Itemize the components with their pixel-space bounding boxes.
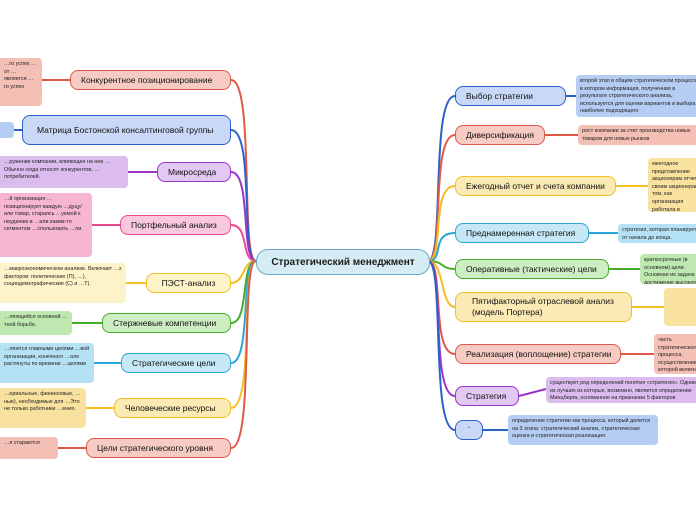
note-competitive-positioning: …го успех …от … является …го успех [0,58,42,106]
connector-left-2 [230,129,257,262]
note-backtick: определение стратегии как процесса, кото… [508,415,658,445]
note-core-competencies: …ляющейся основной …тной борьбе. [0,311,72,335]
topic-pest-analysis[interactable]: ПЭСТ-анализ [146,273,231,293]
note-portfolio-analysis: …й организация …позиционирует каждую …ду… [0,193,92,257]
central-topic[interactable]: Стратегический менеджмент [256,249,430,275]
connector-left-7 [230,260,257,364]
note-annual-report: ежегодное представление акционерам отчет… [648,158,696,212]
note-strategic-goals: …ляются главными целями …вой организации… [0,343,94,383]
note-pest-analysis: …макроэкономическом анализе. Включает …х… [0,263,126,303]
connector-left-4 [230,224,257,262]
topic-strategy-choice[interactable]: Выбор стратегии [455,86,566,106]
note-deliberate-strategy: стратегия, которая планируется от начала… [618,224,696,243]
topic-operational-goals[interactable]: Оперативные (тактические) цели [455,259,609,279]
topic-five-forces[interactable]: Пятифакторный отраслевой анализ (модель … [455,292,632,322]
connector-left-1 [230,79,257,262]
topic-strategic-goals[interactable]: Стратегические цели [121,353,231,373]
note-strategy: существует ряд определений понятия «стра… [546,377,696,403]
topic-bcg-matrix[interactable]: Матрица Бостонской консалтинговой группы [22,115,231,145]
connector-right-9 [427,260,456,431]
note-strategy-implementation: часть стратегического процесса, осуществ… [654,334,696,374]
note-five-forces [664,288,696,326]
topic-competitive-positioning[interactable]: Конкурентное позиционирование [70,70,231,90]
note-operational-goals: краткосрочные (в основном) цели. Основна… [640,254,696,284]
topic-portfolio-analysis[interactable]: Портфельный анализ [120,215,231,235]
note-diversification: рост компании за счет производства новых… [578,125,696,145]
note-microenvironment: …ружение компании, влияющее на нее … Обы… [0,156,128,188]
topic-strategy-implementation[interactable]: Реализация (воплощение) стратегии [455,344,621,364]
topic-strategy[interactable]: Стратегия [455,386,519,406]
connector-left-9 [230,260,257,449]
connector-right-7 [427,260,456,355]
note-strategy-choice: второй этап в общем стратегическом проце… [576,75,696,117]
note-bcg-matrix [0,122,14,138]
note-human-resources: …ериальные, финансовые, …ные), необходим… [0,388,86,428]
topic-annual-report[interactable]: Ежегодный отчет и счета компании [455,176,616,196]
connector-left-3 [230,171,257,262]
note-strategic-level-goals: …я стараются [0,437,58,459]
connector-right-3 [427,185,456,262]
topic-microenvironment[interactable]: Микросреда [157,162,231,182]
topic-core-competencies[interactable]: Стержневые компетенции [102,313,231,333]
connector-right-2 [427,134,456,262]
topic-strategic-level-goals[interactable]: Цели стратегического уровня [86,438,231,458]
topic-diversification[interactable]: Диверсификация [455,125,545,145]
connector-right-4 [427,232,456,262]
connector-right-1 [427,95,456,262]
topic-backtick[interactable]: ` [455,420,483,440]
topic-deliberate-strategy[interactable]: Преднамеренная стратегия [455,223,589,243]
topic-human-resources[interactable]: Человеческие ресурсы [114,398,231,418]
